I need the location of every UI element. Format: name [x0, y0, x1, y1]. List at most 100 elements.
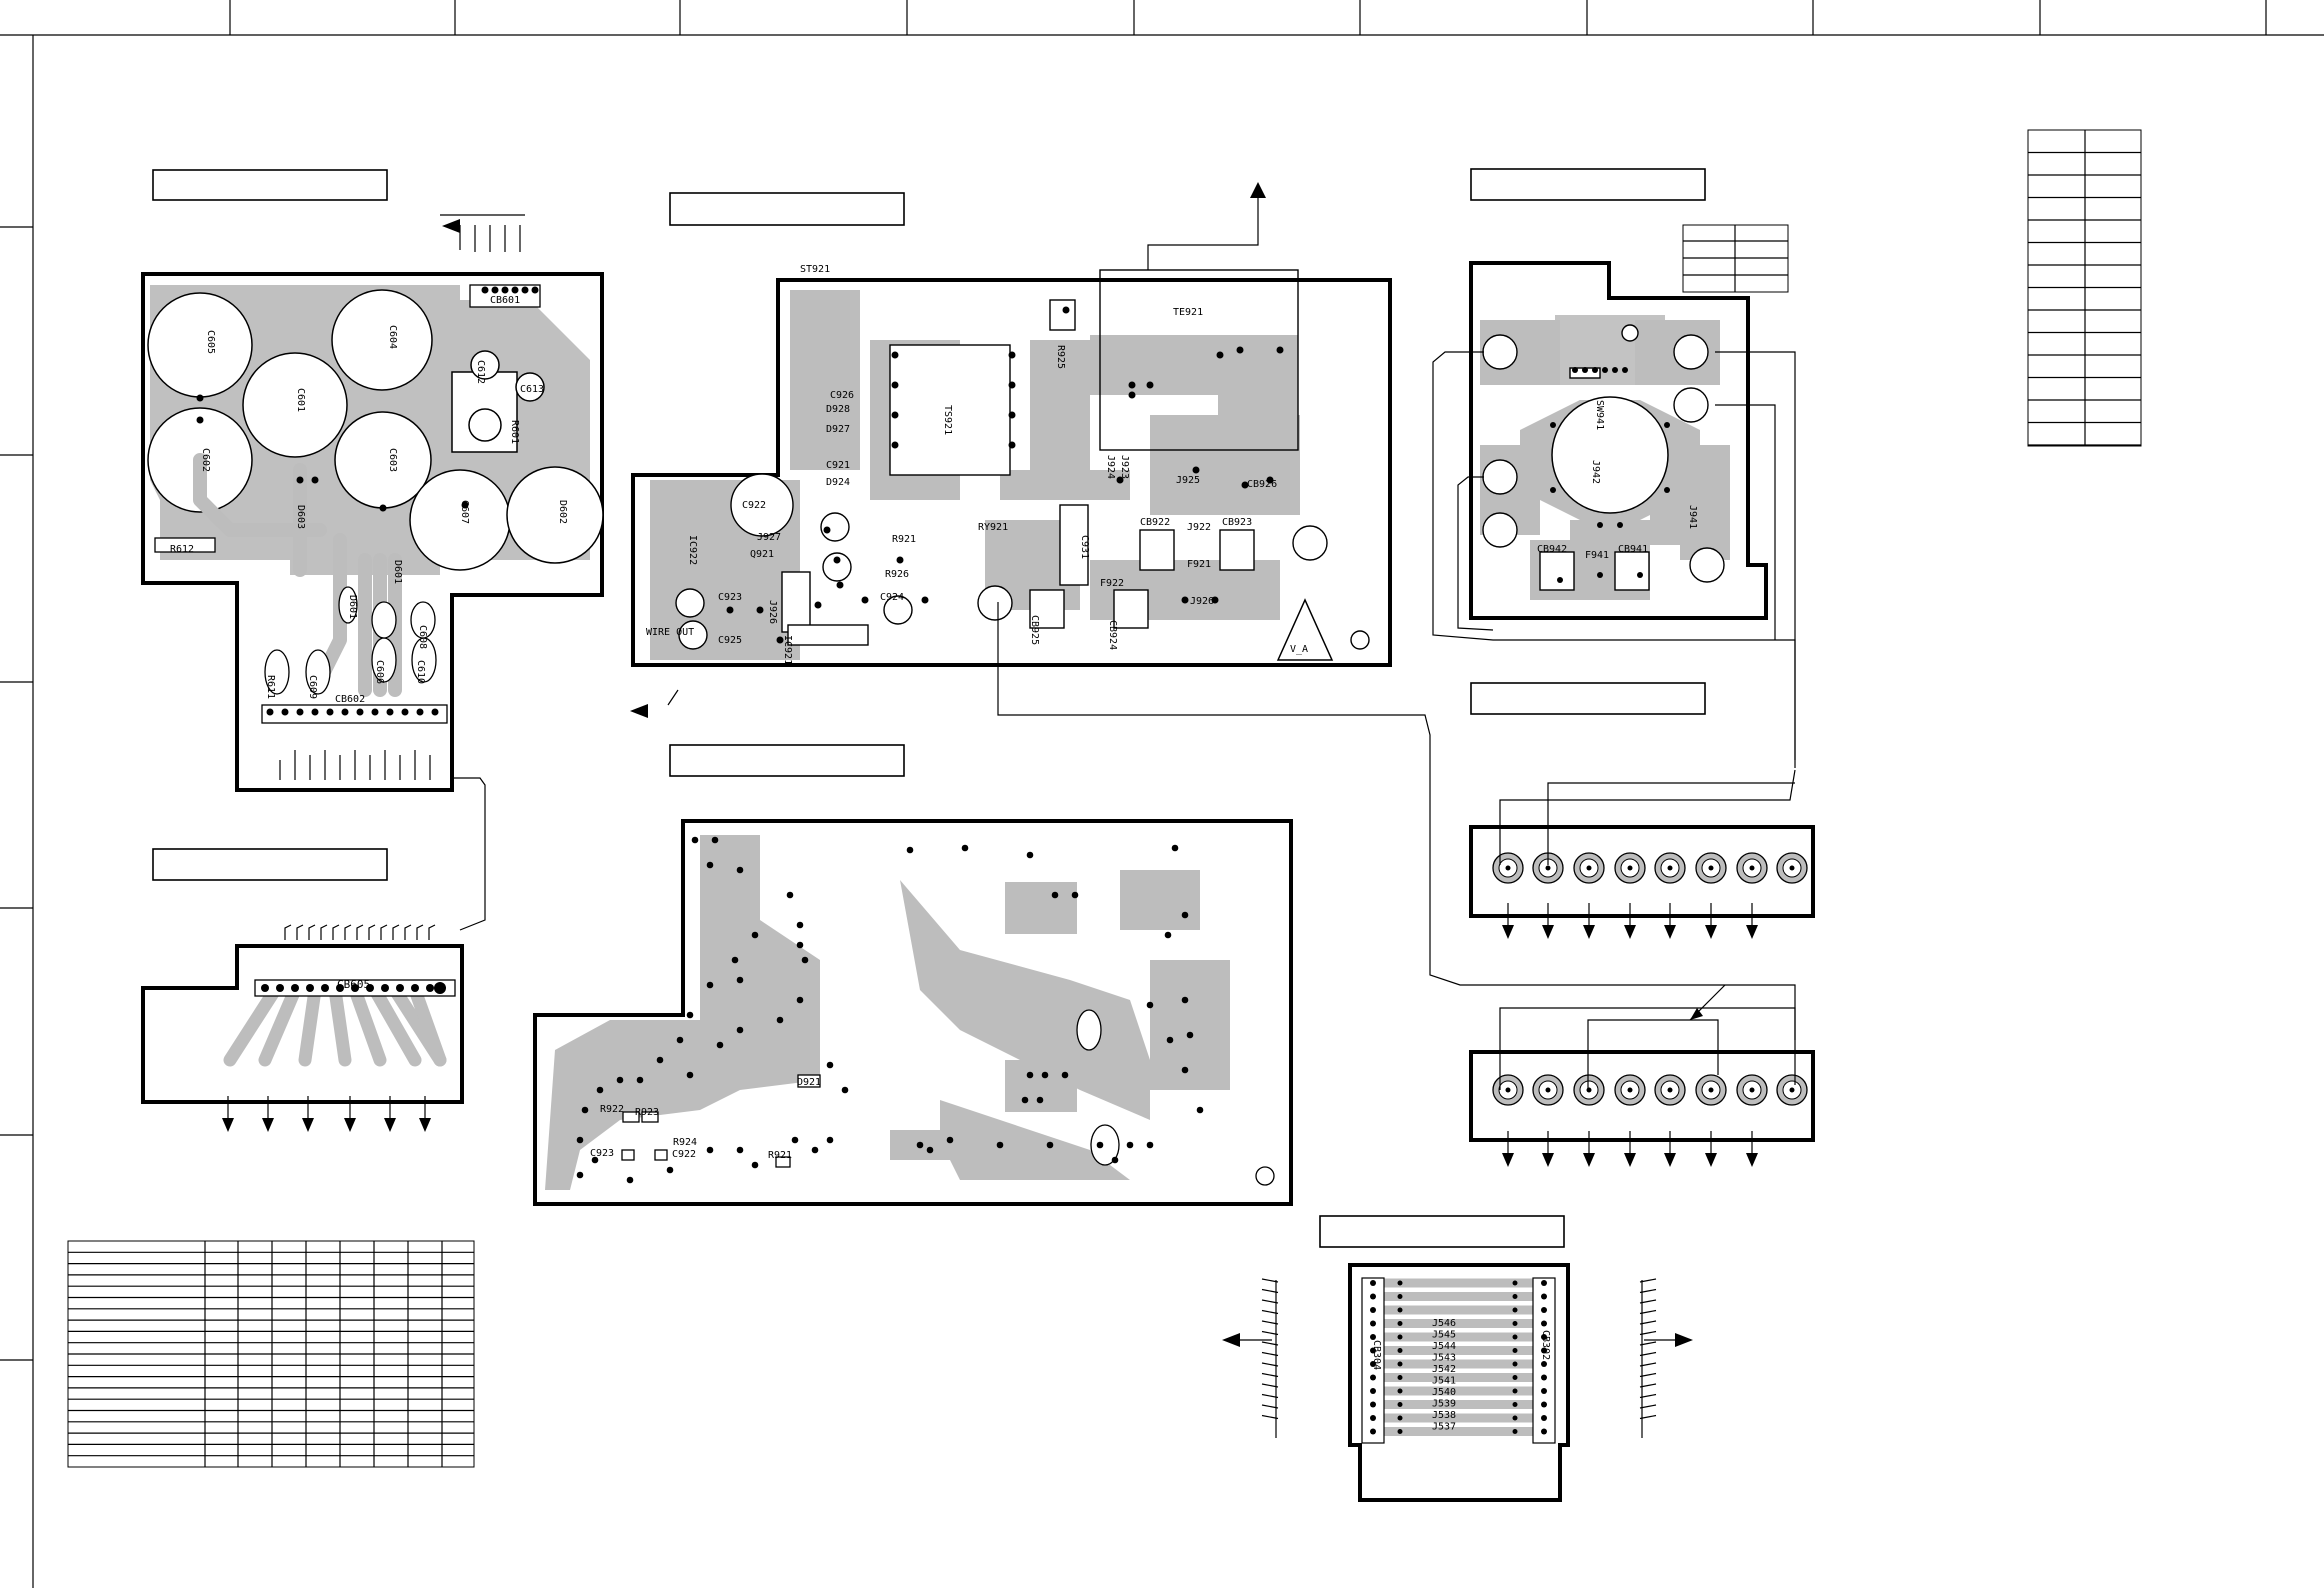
- solder-pad: [841, 1086, 849, 1094]
- pcb-label: C922: [672, 1149, 696, 1160]
- solder-pad: [416, 708, 424, 716]
- solder-pad: [281, 708, 289, 716]
- pcb-label: J543: [1432, 1353, 1456, 1364]
- solder-pad: [1512, 1402, 1518, 1407]
- solder-pad: [1622, 367, 1628, 373]
- solder-pad: [1664, 422, 1670, 428]
- solder-pad: [1541, 1280, 1547, 1286]
- warning-triangle-icon: [1276, 598, 1334, 661]
- solder-pad: [1181, 996, 1189, 1004]
- solder-pad: [736, 866, 744, 874]
- solder-pad: [276, 984, 284, 992]
- solder-pad: [1637, 572, 1643, 578]
- solder-pad: [1512, 1280, 1518, 1286]
- solder-pad: [1512, 1415, 1518, 1421]
- arrow-right-icon: [1675, 1333, 1693, 1347]
- solder-pad: [786, 891, 794, 899]
- solder-pad: [823, 526, 831, 534]
- pcb-label: D602: [557, 500, 568, 524]
- solder-pad: [896, 556, 904, 564]
- pcb-label: R921: [768, 1150, 792, 1161]
- solder-pad: [1008, 381, 1016, 389]
- arrow-down-icon: [222, 1118, 234, 1132]
- solder-pad: [491, 286, 499, 294]
- title-box-b: [152, 848, 388, 881]
- solder-pad: [1582, 367, 1588, 373]
- solder-pad: [1126, 1141, 1134, 1149]
- solder-pad: [706, 981, 714, 989]
- pcb-label: D924: [826, 477, 850, 488]
- title-boxes: [152, 168, 1706, 1248]
- solder-pad: [1008, 351, 1016, 359]
- pcb-label: J537: [1432, 1422, 1456, 1433]
- solder-pad: [961, 844, 969, 852]
- solder-pad: [891, 351, 899, 359]
- solder-pad: [266, 708, 274, 716]
- pcb-label: C601: [295, 388, 306, 412]
- solder-pad: [1171, 844, 1179, 852]
- solder-pad: [656, 1056, 664, 1064]
- pcb-label: R923: [635, 1107, 659, 1118]
- solder-pad: [796, 921, 804, 929]
- solder-pad: [801, 956, 809, 964]
- pcb-label: RY921: [978, 522, 1008, 533]
- solder-pad: [776, 636, 784, 644]
- solder-pad: [1051, 891, 1059, 899]
- pcb-label: C609: [307, 675, 318, 699]
- solder-pad: [791, 1136, 799, 1144]
- solder-pad: [1397, 1307, 1403, 1313]
- pcb-label: C610: [415, 660, 426, 684]
- pcb-label: C605: [205, 330, 216, 354]
- pcb-label: J923: [1119, 455, 1130, 479]
- solder-pad: [321, 984, 329, 992]
- solder-pad: [1512, 1321, 1518, 1326]
- table-top-right: [2027, 129, 2142, 447]
- solder-pad: [1211, 596, 1219, 604]
- solder-pad: [1036, 1096, 1044, 1104]
- solder-pad: [1397, 1375, 1403, 1380]
- solder-pad: [1397, 1388, 1403, 1394]
- pcb-label: C604: [387, 325, 398, 349]
- solder-pad: [1008, 411, 1016, 419]
- pcb-label: J545: [1432, 1330, 1456, 1341]
- solder-pad: [1192, 466, 1200, 474]
- solder-pad: [946, 1136, 954, 1144]
- solder-pad: [1541, 1401, 1547, 1408]
- solder-pad: [706, 861, 714, 869]
- pcb-label: R601: [509, 420, 520, 444]
- pcb-label: D927: [826, 424, 850, 435]
- pcb-label: J941: [1687, 505, 1698, 529]
- solder-pad: [1166, 1036, 1174, 1044]
- solder-pad: [196, 416, 204, 424]
- solder-pad: [1196, 1106, 1204, 1114]
- solder-pad: [726, 606, 734, 614]
- solder-pad: [1370, 1374, 1376, 1381]
- solder-pad: [1370, 1347, 1376, 1354]
- pcb-label: J925: [1176, 475, 1200, 486]
- board-h: J546J545J544J543J542J541J540J539J538J537…: [1222, 1263, 1693, 1502]
- pcb-label: F941: [1585, 550, 1609, 561]
- pcb-label: CB923: [1222, 517, 1252, 528]
- pcb-label: CB602: [335, 694, 365, 705]
- solder-pad: [1512, 1361, 1518, 1367]
- solder-pad: [814, 601, 822, 609]
- solder-pad: [1602, 367, 1608, 373]
- solder-pad: [386, 708, 394, 716]
- pcb-label: D601: [392, 560, 403, 584]
- arrow-down-icon: [1624, 925, 1636, 939]
- solder-pad: [776, 1016, 784, 1024]
- solder-pad: [1541, 1293, 1547, 1300]
- solder-pad: [351, 984, 359, 992]
- solder-pad: [736, 1026, 744, 1034]
- solder-pad: [1370, 1361, 1376, 1367]
- pcb-label: CB605: [337, 978, 370, 991]
- solder-pad: [756, 606, 764, 614]
- solder-pad: [836, 581, 844, 589]
- title-box-d: [669, 744, 905, 777]
- pcb-label: C921: [826, 460, 850, 471]
- solder-pad: [1541, 1374, 1547, 1381]
- arrow-down-icon: [419, 1118, 431, 1132]
- solder-pad: [1597, 522, 1603, 528]
- solder-pad: [366, 984, 374, 992]
